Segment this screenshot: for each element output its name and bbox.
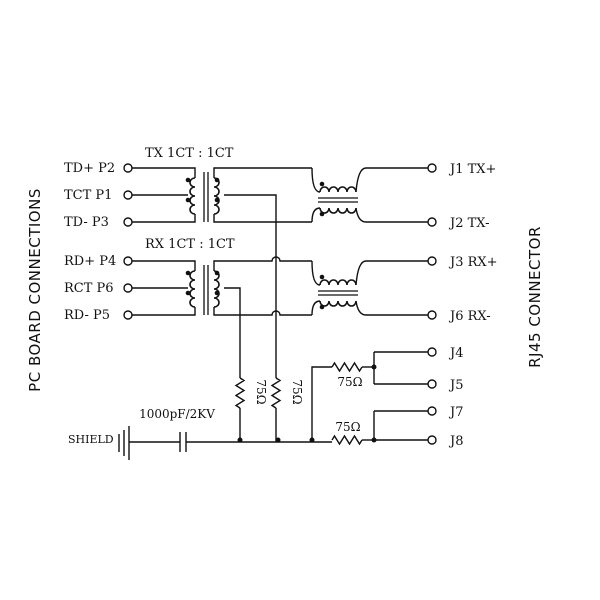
shield-label: SHIELD	[68, 433, 114, 446]
tx-transformer-label: TX 1CT : 1CT	[145, 146, 234, 161]
rj45-label-j7: J7	[448, 405, 463, 420]
rx-common-mode-choke	[311, 260, 428, 316]
pin-tct	[123, 190, 133, 200]
rx-transformer	[132, 256, 312, 432]
capacitor-value: 1000pF/2KV	[139, 407, 215, 421]
tx-common-mode-choke	[311, 167, 428, 223]
resistor-r4	[331, 434, 363, 446]
pin-td-minus	[123, 217, 133, 227]
pin-label-tct: TCT P1	[64, 188, 112, 203]
resistor-r1-value: 75Ω	[254, 379, 268, 404]
capacitor	[179, 432, 187, 452]
pin-label-td-minus: TD- P3	[64, 215, 109, 230]
rx-transformer-label: RX 1CT : 1CT	[145, 237, 235, 252]
resistor-r4-value: 75Ω	[335, 420, 360, 434]
resistor-r2-value: 75Ω	[290, 379, 304, 404]
rj45-label-j1: J1 TX+	[448, 162, 496, 177]
rj45-pin-j4	[427, 347, 437, 357]
pin-label-td-plus: TD+ P2	[64, 161, 115, 176]
pin-td-plus	[123, 163, 133, 173]
rj45-label-j6: J6 RX-	[448, 309, 491, 324]
rj45-connector-label: RJ45 CONNECTOR	[526, 226, 544, 368]
rj45-pin-j7	[427, 406, 437, 416]
rj45-label-j8: J8	[448, 434, 463, 449]
resistor-r3-value: 75Ω	[337, 375, 362, 389]
rj45-pin-j8	[427, 435, 437, 445]
rj45-pin-j1	[427, 163, 437, 173]
rj45-pin-j3	[427, 256, 437, 266]
resistor-r3	[331, 361, 363, 373]
pc-board-label: PC BOARD CONNECTIONS	[26, 188, 44, 392]
chassis-ground-symbol	[118, 426, 130, 460]
rj45-label-j2: J2 TX-	[448, 216, 489, 231]
pin-rd-minus	[123, 310, 133, 320]
rj45-pin-j6	[427, 310, 437, 320]
pin-rct	[123, 283, 133, 293]
rj45-pin-j2	[427, 217, 437, 227]
tx-transformer	[132, 167, 312, 432]
pin-label-rd-plus: RD+ P4	[64, 254, 116, 269]
rj45-label-j5: J5	[448, 378, 463, 393]
rj45-pin-j5	[427, 379, 437, 389]
pin-rd-plus	[123, 256, 133, 266]
pin-label-rct: RCT P6	[64, 281, 114, 296]
rj45-label-j3: J3 RX+	[448, 255, 498, 270]
rj45-label-j4: J4	[448, 346, 463, 361]
pin-label-rd-minus: RD- P5	[64, 308, 110, 323]
